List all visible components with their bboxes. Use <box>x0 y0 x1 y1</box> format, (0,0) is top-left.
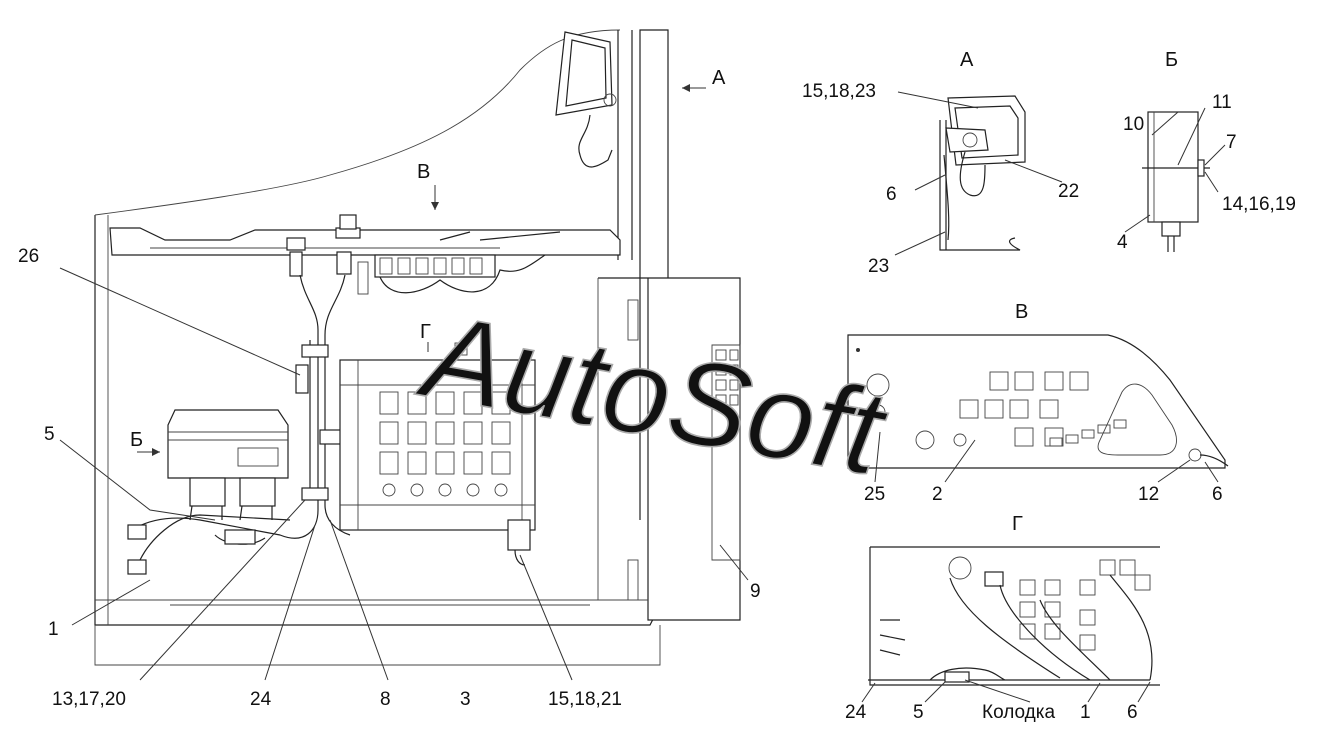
view-v-title: В <box>1015 301 1028 323</box>
view-a-callout-15-18-23: 15,18,23 <box>802 81 876 102</box>
callout-5: 5 <box>44 424 55 445</box>
callout-15-18-21: 15,18,21 <box>548 689 622 710</box>
view-g-title: Г <box>1012 513 1023 535</box>
monitor <box>555 31 617 168</box>
view-g-callout-1: 1 <box>1080 702 1091 723</box>
view-v-callout-12: 12 <box>1138 484 1159 505</box>
view-a: А 15,18,23 6 22 23 <box>802 49 1079 277</box>
dashboard-switches <box>286 214 561 295</box>
view-g-callout-5: 5 <box>913 702 924 723</box>
view-b-callout-14-16-19: 14,16,19 <box>1222 194 1296 215</box>
callout-24: 24 <box>250 689 272 710</box>
view-v-callout-25: 25 <box>864 484 885 505</box>
main-view: А В Г Б 26 5 1 13,17,20 24 8 3 15,18,21 … <box>18 29 761 710</box>
view-b-callout-4: 4 <box>1117 232 1128 253</box>
dashboard <box>109 227 621 256</box>
view-marker-b: Б <box>130 429 143 451</box>
view-a-callout-6: 6 <box>886 184 897 205</box>
view-v-callout-2: 2 <box>932 484 943 505</box>
callout-26: 26 <box>18 246 39 267</box>
view-g-callout-24: 24 <box>845 702 867 723</box>
view-b-callout-7: 7 <box>1226 132 1237 153</box>
view-b: Б 10 11 7 14,16,19 4 <box>1117 49 1296 253</box>
view-g: Г 24 5 Колодка 1 6 <box>845 513 1160 723</box>
wiring-harness <box>127 274 351 575</box>
relay-fuse-block <box>339 342 536 566</box>
view-a-callout-22: 22 <box>1058 181 1079 202</box>
callout-3: 3 <box>460 689 471 710</box>
view-b-title: Б <box>1165 49 1178 71</box>
view-g-callout-kolodka: Колодка <box>982 702 1055 723</box>
view-b-callout-11: 11 <box>1212 92 1232 113</box>
view-a-title: А <box>960 49 974 71</box>
callout-13-17-20: 13,17,20 <box>52 689 126 710</box>
view-b-callout-10: 10 <box>1123 114 1144 135</box>
callout-8: 8 <box>380 689 391 710</box>
callout-9: 9 <box>750 581 761 602</box>
view-v: В 25 2 12 6 <box>847 301 1229 505</box>
side-console <box>597 277 741 621</box>
view-a-callout-23: 23 <box>868 256 889 277</box>
view-marker-g: Г <box>420 321 431 343</box>
view-g-callout-6: 6 <box>1127 702 1138 723</box>
view-marker-v: В <box>417 161 430 183</box>
controller-unit <box>167 409 289 521</box>
callout-1: 1 <box>48 619 59 640</box>
view-marker-a: А <box>712 67 726 89</box>
view-v-callout-6: 6 <box>1212 484 1223 505</box>
